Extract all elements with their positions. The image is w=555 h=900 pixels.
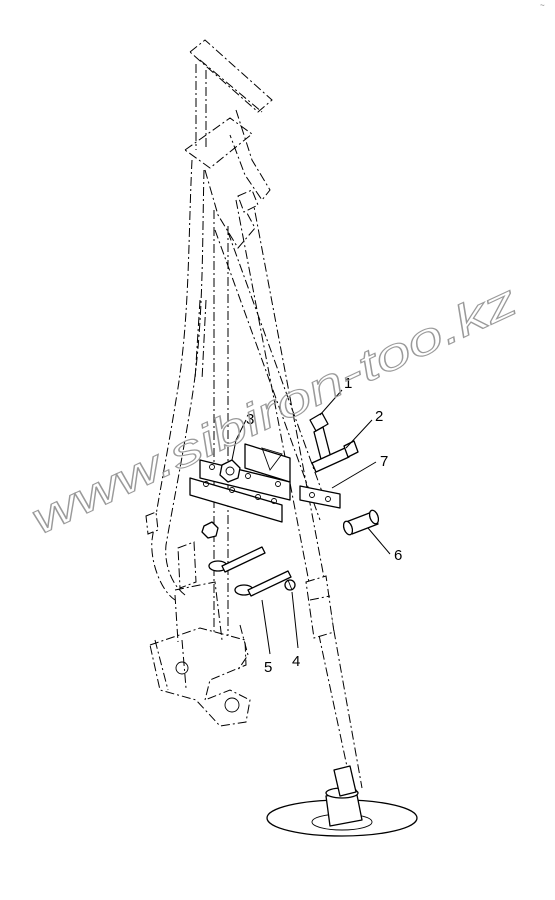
part-7-plate	[299, 485, 341, 509]
callout-6: 6	[394, 547, 402, 564]
callout-4: 4	[292, 653, 300, 670]
lower-nut	[201, 521, 219, 539]
frame-outline	[145, 39, 363, 791]
mower-disc	[266, 765, 418, 837]
callout-7: 7	[380, 453, 388, 470]
part-4-clip	[284, 579, 296, 591]
callout-1: 1	[344, 375, 352, 392]
part-6-bushing	[342, 509, 380, 536]
corner-mark: ~	[540, 1, 545, 10]
callout-2: 2	[375, 408, 383, 425]
leader-lines	[231, 389, 391, 655]
callout-5: 5	[264, 659, 272, 676]
part-5-pin	[208, 546, 292, 597]
callout-3: 3	[246, 411, 254, 428]
